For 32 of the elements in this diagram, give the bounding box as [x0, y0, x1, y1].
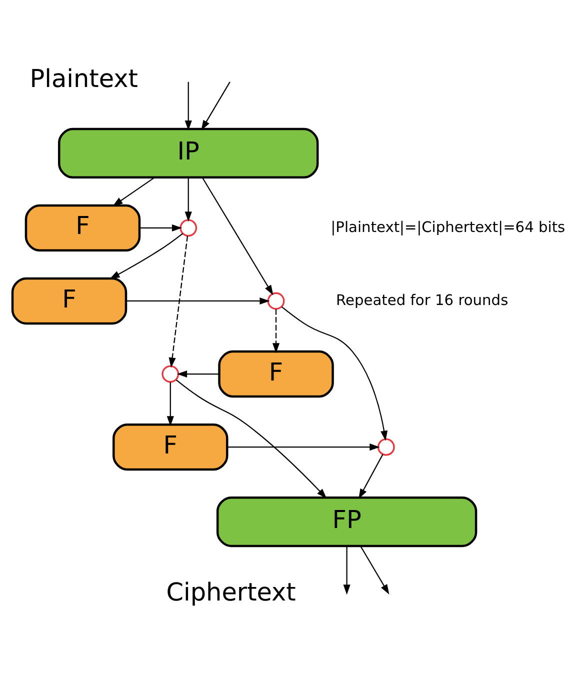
arrow: [227, 444, 380, 451]
arrow: [110, 233, 184, 280]
arrow: [272, 309, 280, 354]
arrow: [168, 236, 188, 368]
arrow: [184, 82, 192, 131]
arrow: [360, 546, 390, 595]
arrow: [126, 297, 270, 305]
node-circle: [162, 365, 180, 383]
arrow: [140, 224, 182, 232]
node-circle: [180, 219, 198, 237]
node-box: FP: [216, 496, 478, 548]
arrow: [201, 82, 230, 130]
node-box: IP: [58, 128, 319, 178]
node-box: F: [11, 277, 128, 325]
node-box: F: [24, 204, 141, 252]
node-circle: [267, 292, 285, 310]
node-box: F: [218, 350, 334, 398]
arrow: [176, 380, 327, 499]
arrow: [343, 546, 350, 595]
arrow: [358, 454, 384, 499]
arrow: [166, 382, 174, 426]
node-circle: [377, 438, 395, 456]
arrow: [184, 178, 192, 222]
node-box: F: [112, 423, 228, 471]
label: |Plaintext|=|Ciphertext|=64 bits: [330, 218, 566, 236]
label: Repeated for 16 rounds: [336, 292, 508, 309]
arrow: [282, 306, 388, 441]
arrow: [202, 177, 274, 296]
node-label: Plaintext: [30, 64, 138, 94]
arrow: [176, 370, 219, 378]
arrow: [112, 177, 155, 206]
node-label: Ciphertext: [166, 578, 296, 607]
